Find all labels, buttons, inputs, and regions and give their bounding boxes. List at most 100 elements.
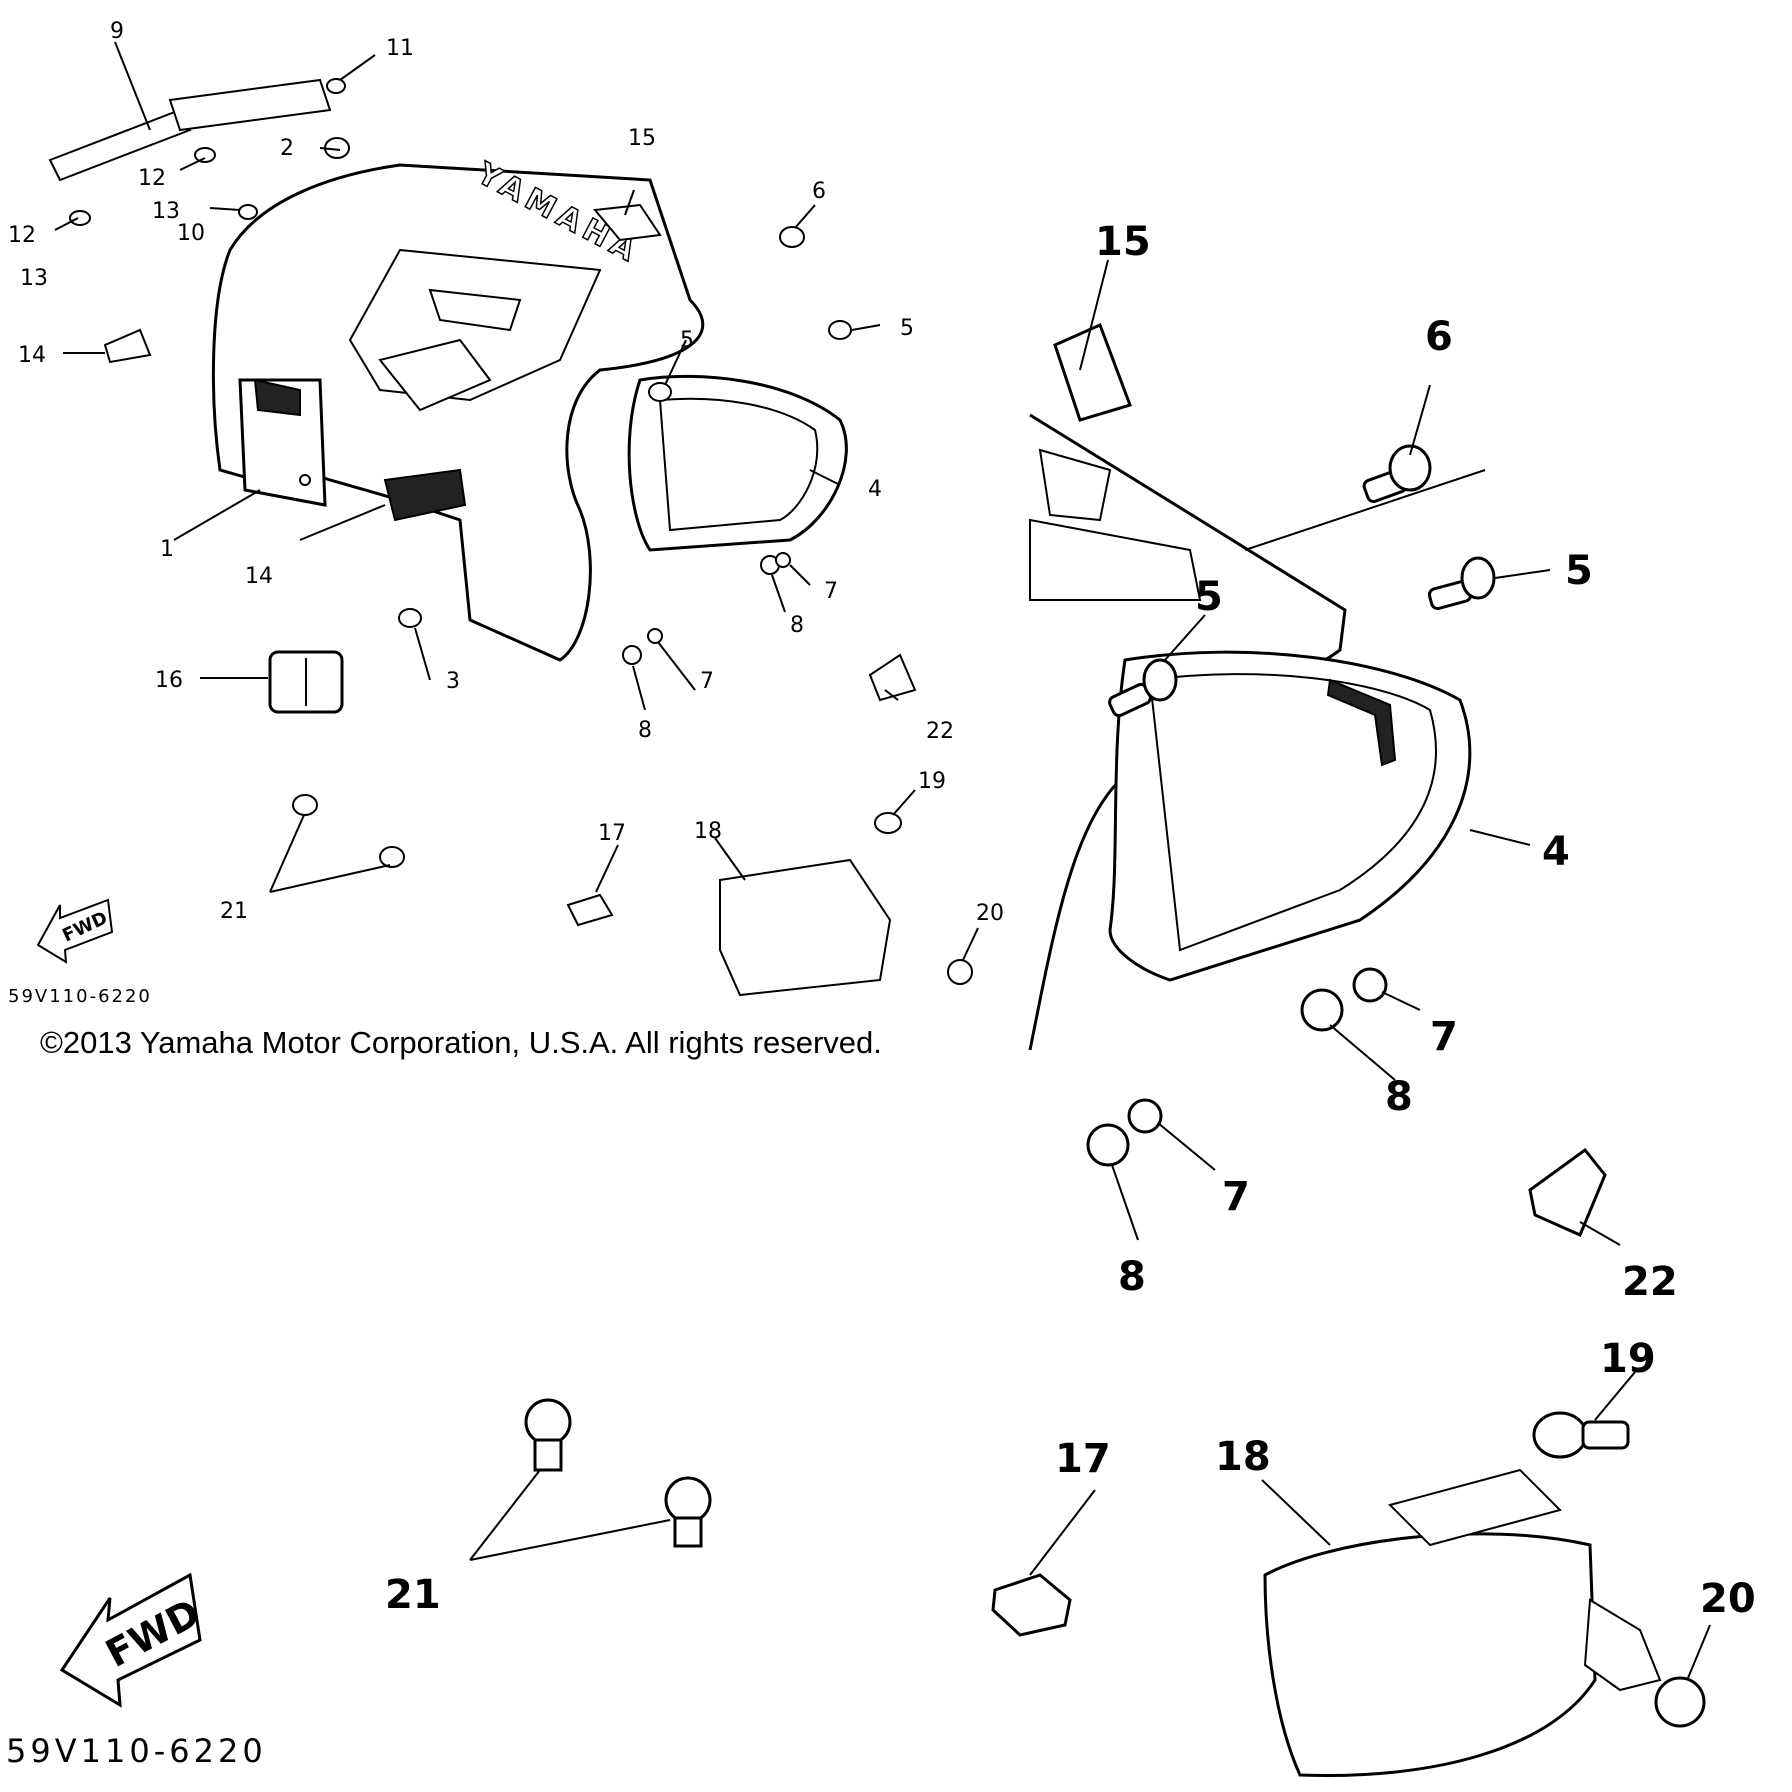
pad-17-detail [991, 1573, 1072, 1637]
fwd-arrow-small: FWD [36, 898, 114, 964]
cap-21-a-detail [524, 1398, 572, 1472]
clip-22-detail [1528, 1147, 1607, 1237]
callout-6-small: 6 [812, 179, 826, 204]
callout-18-large: 18 [1215, 1434, 1271, 1480]
callout-20-large: 20 [1700, 1576, 1756, 1622]
fender-detail-emblem [1038, 448, 1112, 522]
callout-7-left-large: 7 [1222, 1174, 1250, 1220]
washer-7-left-detail [1127, 1098, 1163, 1134]
callout-12-left: 12 [8, 223, 36, 248]
callout-5-left-small: 5 [680, 328, 694, 353]
rear-guard-detail-slot [1326, 678, 1397, 767]
callout-7-right-large: 7 [1430, 1014, 1458, 1060]
nut-8b-icon [622, 645, 642, 665]
callout-17-small: 17 [598, 821, 626, 846]
callout-19-large: 19 [1600, 1336, 1656, 1382]
callout-13-top: 13 [152, 199, 180, 224]
bolt-5-icon [828, 320, 852, 340]
callout-11: 11 [386, 36, 414, 61]
decal-15-icon [593, 203, 662, 242]
bolt-6-icon [779, 226, 805, 248]
nut-8-left-detail [1086, 1123, 1130, 1167]
callout-19-small: 19 [918, 769, 946, 794]
nut-20-detail [1654, 1676, 1706, 1728]
bolt-5-left-detail [1108, 658, 1178, 718]
mud-flap-hole [299, 474, 311, 486]
bolt-11-icon [326, 78, 346, 94]
bolt-6-detail [1362, 444, 1432, 503]
callouts-detail: 15 6 5 5 4 7 8 7 8 22 19 17 18 20 21 [385, 219, 1756, 1622]
callout-21-small: 21 [220, 899, 248, 924]
storage-lid [378, 338, 492, 412]
callout-14-lower: 14 [245, 564, 273, 589]
callout-10: 10 [177, 221, 205, 246]
callout-15-small: 15 [628, 126, 656, 151]
copyright-notice: ©2013 Yamaha Motor Corporation, U.S.A. A… [40, 1025, 882, 1060]
callout-8-right-large: 8 [1385, 1074, 1413, 1120]
cap-21b-icon [379, 846, 405, 868]
callout-4-small: 4 [868, 477, 882, 502]
callout-17-large: 17 [1055, 1436, 1111, 1482]
part-code-small: 59V110-6220 [8, 986, 152, 1007]
grommet-12b-icon [194, 147, 216, 163]
callout-12-top: 12 [138, 166, 166, 191]
callout-4-large: 4 [1542, 829, 1570, 875]
callout-20-small: 20 [976, 901, 1004, 926]
cap-21-b-detail [664, 1476, 712, 1548]
callout-13-left: 13 [20, 266, 48, 291]
callout-22-large: 22 [1622, 1259, 1678, 1305]
leader-lines-overview [54, 41, 979, 961]
storage-latch [428, 288, 522, 332]
callout-15-large: 15 [1095, 219, 1151, 265]
callout-3: 3 [446, 669, 460, 694]
overview-diagram: YAMAHA [8, 19, 1004, 1007]
callout-16: 16 [155, 668, 183, 693]
reflector-14-small-icon [103, 328, 152, 364]
callout-14-left: 14 [18, 343, 46, 368]
washer-7b-icon [647, 628, 663, 644]
callout-9: 9 [110, 19, 124, 44]
callout-22-small: 22 [926, 719, 954, 744]
switch-19-icon [874, 812, 902, 834]
callout-18-small: 18 [694, 819, 722, 844]
cap-21-icon [292, 794, 318, 816]
fender-detail-recess [1029, 518, 1202, 601]
reflector-14-lower [383, 468, 467, 522]
switch-19-detail [1532, 1411, 1630, 1459]
relay-18-bracket [1583, 1598, 1662, 1692]
nut-20-icon [947, 959, 973, 985]
bolt-5b-icon [648, 382, 672, 402]
callout-7-left-small: 7 [700, 669, 714, 694]
relay-18-detail [1263, 1532, 1597, 1777]
part-code-large: 59V110-6220 [6, 1732, 267, 1770]
relay-18-icon [719, 858, 892, 997]
nut-8-right-detail [1300, 988, 1344, 1032]
callout-5-right-large: 5 [1565, 548, 1593, 594]
callout-5-right-small: 5 [900, 316, 914, 341]
callout-1: 1 [160, 537, 174, 562]
washer-7-icon [775, 552, 791, 568]
callout-8-right-small: 8 [790, 613, 804, 638]
callouts-overview: 9 11 2 12 13 10 12 13 14 15 6 5 5 4 1 14… [8, 19, 1004, 926]
callout-5-left-large: 5 [1195, 574, 1223, 620]
washer-7-right-detail [1352, 967, 1388, 1003]
callout-7-right-small: 7 [824, 579, 838, 604]
bolt-10-icon [238, 204, 258, 220]
detail-diagram: 15 6 5 5 4 7 8 7 8 22 19 17 18 20 21 FWD… [6, 219, 1756, 1777]
fastener-group-overview [69, 78, 973, 997]
callout-8-left-large: 8 [1118, 1254, 1146, 1300]
callout-2: 2 [280, 136, 294, 161]
decal-15-detail [1053, 322, 1132, 422]
relay-18-top [1388, 1468, 1562, 1547]
clip-22-icon [868, 653, 917, 702]
rear-guard-detail-inner [1148, 673, 1437, 952]
callout-8-left-small: 8 [638, 718, 652, 743]
grommet-12-icon [69, 210, 91, 226]
bolt-5-right-detail [1427, 556, 1496, 610]
leader-lines-detail [469, 259, 1711, 1679]
bolt-3-icon [398, 608, 422, 628]
pad-17-icon [566, 893, 614, 927]
reflector-14-left [253, 378, 301, 417]
callout-6-large: 6 [1425, 314, 1453, 360]
